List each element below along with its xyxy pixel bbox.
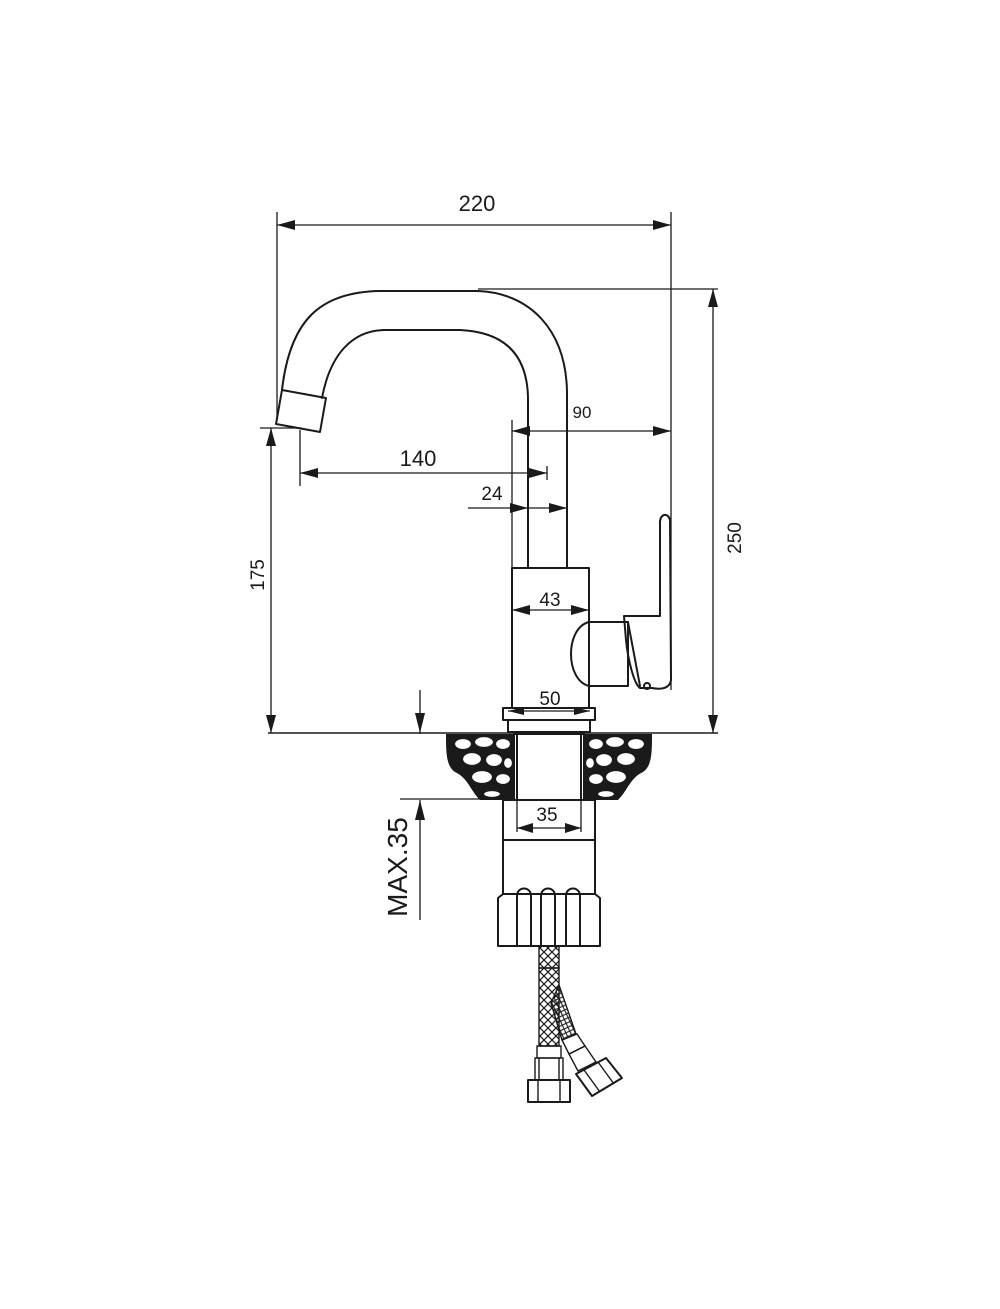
label-250: 250 (725, 522, 746, 554)
label-175: 175 (248, 559, 269, 591)
label-max-35: MAX.35 (382, 817, 413, 917)
dimension-50: 50 (508, 689, 590, 715)
handle-lever (623, 514, 672, 690)
mounting-nut (497, 799, 601, 947)
label-220: 220 (459, 191, 496, 216)
dimension-220: 220 (276, 191, 672, 690)
mixer-body (511, 567, 629, 709)
supply-hoses (527, 945, 623, 1103)
dimension-90: 90 (511, 403, 671, 630)
dimension-250: 250 (478, 288, 746, 733)
spout (275, 290, 568, 569)
dimension-24: 24 (468, 484, 567, 513)
base-flange (502, 707, 596, 733)
label-24: 24 (481, 484, 503, 505)
dimension-max-35: MAX.35 (382, 690, 480, 920)
label-140: 140 (400, 446, 437, 471)
dimension-175: 175 (248, 427, 302, 733)
dimension-43: 43 (512, 590, 589, 615)
countertop-section (446, 733, 652, 801)
label-35: 35 (536, 805, 557, 826)
dimension-140: 140 (299, 430, 548, 486)
label-43: 43 (539, 590, 560, 611)
label-50: 50 (539, 689, 560, 710)
dimension-35: 35 (516, 800, 582, 833)
label-90: 90 (573, 403, 592, 422)
